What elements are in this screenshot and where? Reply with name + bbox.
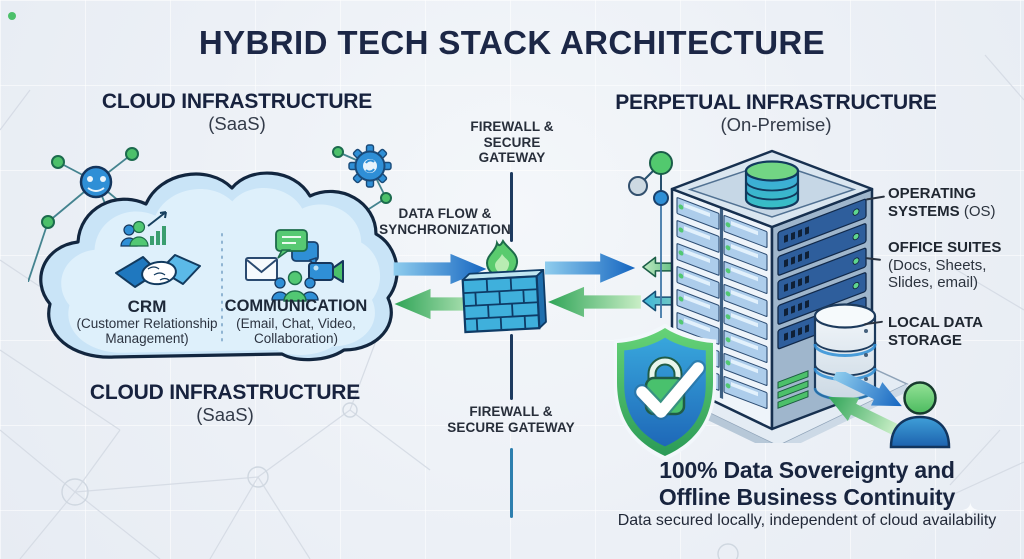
onprem-section-header: PERPETUAL INFRASTRUCTURE [615,91,937,114]
sparkle-icon: ✦ [962,500,979,522]
sovereignty-headline: 100% Data Sovereignty and Offline Busine… [658,457,956,510]
team-icon [271,270,319,302]
firewall-icon [461,238,547,334]
firewall-gateway-top-label: FIREWALL & SECURE GATEWAY [470,119,554,165]
label-local-data-storage: LOCAL DATA STORAGE [888,314,983,349]
database-icon [744,160,800,210]
server-to-user-arrow [832,372,902,407]
gateway-to-cloud-arrow [394,288,488,320]
handshake-icon [115,254,201,288]
data-flow-label: DATA FLOW & SYNCHRONIZATION [379,206,511,237]
gateway-connector-bottom [510,448,513,518]
crm-people-chart-icon [120,211,167,247]
crm-sublabel: (Customer Relationship Management) [76,316,218,346]
cloud-to-gateway-arrow [393,253,487,285]
user-icon [889,381,951,449]
gateway-to-server-arrow [545,253,636,283]
onprem-section-subheader: (On-Premise) [720,114,832,135]
cloud-footer-subheader: (SaaS) [196,404,254,425]
corner-green-dot [8,12,16,20]
cloud-icon [39,171,399,362]
cloud-section-subheader: (SaaS) [208,113,266,134]
chat-bubbles-icon [275,229,319,271]
label-office-suites: OFFICE SUITES (Docs, Sheets, Slides, ema… [888,239,1002,291]
video-camera-icon [308,260,344,283]
server-to-gateway-arrow [548,286,641,318]
label-operating-systems: OPERATING SYSTEMS (OS) [888,185,996,220]
cloud-section-header: CLOUD INFRASTRUCTURE [101,90,373,113]
gateway-connector-middle [510,334,513,400]
crm-label: CRM [127,297,167,316]
communication-label: COMMUNICATION [224,297,368,315]
gateway-connector-top [510,172,513,242]
checkmark-icon [634,360,706,420]
local-storage-icon [813,303,877,401]
cloud-footer-header: CLOUD INFRASTRUCTURE [89,381,361,404]
security-shield-icon [613,324,717,461]
firewall-gateway-bottom-label: FIREWALL & SECURE GATEWAY [447,404,575,435]
communication-sublabel: (Email, Chat, Video, Collaboration) [236,316,356,346]
envelope-icon [245,257,278,281]
user-to-server-arrow [828,397,898,435]
server-user-arrows [828,372,902,435]
network-node-icon [628,151,673,318]
page-title: HYBRID TECH STACK ARCHITECTURE [198,24,826,61]
sovereignty-subline: Data secured locally, independent of clo… [617,512,997,529]
